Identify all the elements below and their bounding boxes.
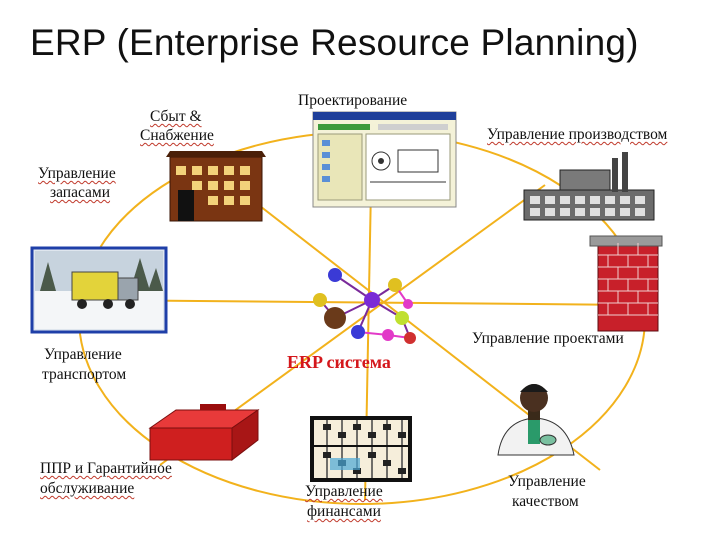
transport-label-line1: Управление <box>44 346 122 364</box>
design-label: Проектирование <box>298 92 407 110</box>
projects-label: Управление проектами <box>472 330 624 348</box>
cad-screenshot-icon <box>313 112 456 207</box>
inventory-label-line1: Управление <box>38 165 116 183</box>
quality-inspector-icon <box>498 384 574 455</box>
sales-supply-label-line2: Снабжение <box>140 127 214 145</box>
maintenance-label-line1: ППР и Гарантийное <box>40 460 172 478</box>
brick-wall-icon <box>590 236 662 331</box>
inventory-label-line2: запасами <box>50 184 110 202</box>
sales-supply-label-line1: Сбыт & <box>150 108 202 126</box>
finance-label-line1: Управление <box>305 483 383 501</box>
erp-system-label: ERP система <box>287 352 391 373</box>
storage-unit-icon <box>150 404 258 460</box>
quality-label-line2: качеством <box>512 493 579 511</box>
maintenance-label-line2: обслуживание <box>40 480 134 498</box>
transport-label-line2: транспортом <box>42 366 126 384</box>
page-title: ERP (Enterprise Resource Planning) <box>30 22 639 64</box>
production-label: Управление производством <box>487 126 667 144</box>
abacus-icon <box>312 418 410 480</box>
truck-photo-icon <box>32 248 166 332</box>
quality-label-line1: Управление <box>508 473 586 491</box>
warehouse-building-icon <box>166 151 266 221</box>
finance-label-line2: финансами <box>307 503 381 521</box>
erp-molecule-icon <box>313 268 416 344</box>
